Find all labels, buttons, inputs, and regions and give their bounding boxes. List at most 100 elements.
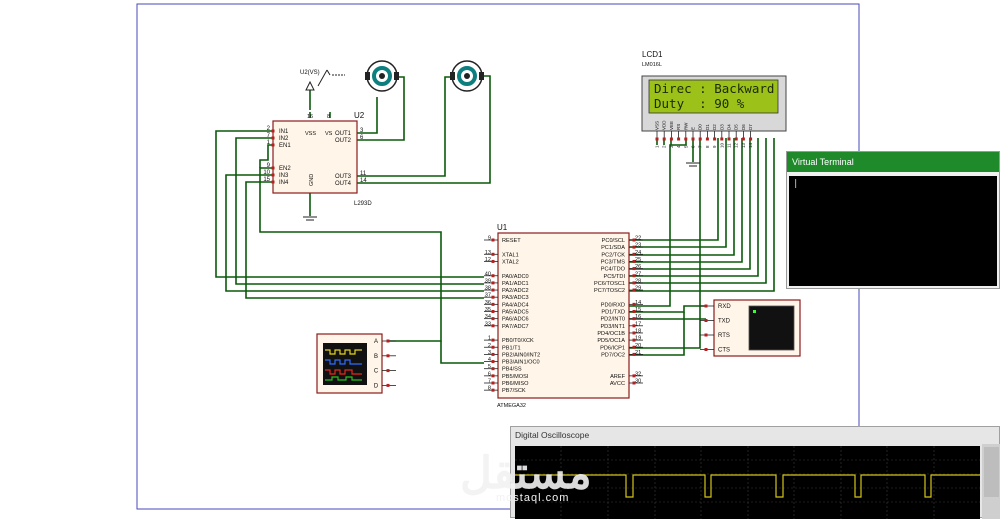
mcu-pin[interactable] xyxy=(491,360,495,364)
lcd-pin[interactable] xyxy=(662,137,666,141)
lcd-pin[interactable] xyxy=(713,137,717,141)
mcu-pin[interactable] xyxy=(632,317,636,321)
mcu-pin[interactable] xyxy=(632,331,636,335)
oscilloscope-title[interactable]: Digital Oscilloscope xyxy=(515,430,590,440)
mcu-pin[interactable] xyxy=(632,245,636,249)
lcd-pin[interactable] xyxy=(669,137,673,141)
mcu-pin-label: PA3/ADC3 xyxy=(502,295,529,301)
driver-pin[interactable] xyxy=(271,173,275,177)
lcd-pin[interactable] xyxy=(727,137,731,141)
driver-pin[interactable] xyxy=(271,166,275,170)
mcu-pin[interactable] xyxy=(632,324,636,328)
virtual-terminal-screen[interactable]: | xyxy=(789,176,997,286)
mcu-pin[interactable] xyxy=(632,267,636,271)
lcd-display[interactable]: LCD1 LM016L Direc : Backward Duty : 90 %… xyxy=(641,50,787,148)
lcd-pin[interactable] xyxy=(698,137,702,141)
lcd-pin[interactable] xyxy=(734,137,738,141)
mcu-pin[interactable] xyxy=(491,259,495,263)
scope-channel-pin[interactable] xyxy=(386,383,390,387)
mcu-pin[interactable] xyxy=(491,302,495,306)
lcd-pin-number: 11 xyxy=(727,143,732,148)
lcd-pin-label: RW xyxy=(683,122,688,130)
mcu-pin-number: 38 xyxy=(485,286,491,292)
digital-oscilloscope-window[interactable]: Digital Oscilloscope xyxy=(510,426,1000,519)
dc-motor-2[interactable] xyxy=(450,60,484,92)
terminal-pin[interactable] xyxy=(704,304,708,308)
driver-pin[interactable] xyxy=(271,136,275,140)
mcu-pin[interactable] xyxy=(491,381,495,385)
mcu-pin-label: PA1/ADC1 xyxy=(502,281,529,287)
mcu-pin[interactable] xyxy=(491,338,495,342)
mcu-pin-label: PB6/MISO xyxy=(502,381,529,387)
mcu-pin[interactable] xyxy=(491,310,495,313)
oscilloscope-screen[interactable] xyxy=(515,446,980,519)
mcu-pin[interactable] xyxy=(491,324,495,328)
mcu-pin[interactable] xyxy=(632,238,636,242)
mcu-pin-number: 28 xyxy=(635,278,641,284)
mcu-pin[interactable] xyxy=(491,295,495,299)
mcu-pin-number: 34 xyxy=(485,314,491,320)
mcu-pin[interactable] xyxy=(491,281,495,285)
mcu-pin[interactable] xyxy=(632,352,636,356)
mcu-pin-number: 15 xyxy=(635,307,641,313)
mcu-pin[interactable] xyxy=(491,288,495,292)
microcontroller-atmega32[interactable]: U1 ATMEGA32 RESET9XTAL113XTAL212PA0/ADC0… xyxy=(484,223,643,409)
terminal-pin[interactable] xyxy=(704,319,708,322)
dc-motor-1[interactable] xyxy=(365,60,399,92)
lcd-pin[interactable] xyxy=(741,137,745,141)
mcu-pin[interactable] xyxy=(632,338,636,342)
mcu-pin[interactable] xyxy=(491,352,495,356)
mcu-pin[interactable] xyxy=(491,317,495,321)
virtual-terminal-window[interactable]: Virtual Terminal | xyxy=(786,151,1000,289)
lcd-pin-label: RS xyxy=(676,124,681,130)
mcu-pin[interactable] xyxy=(491,374,495,378)
driver-pin[interactable] xyxy=(271,143,275,147)
mcu-pin[interactable] xyxy=(632,288,636,292)
mcu-pin-label: PC6/TOSC1 xyxy=(594,281,625,287)
mcu-pin-number: 2 xyxy=(488,343,491,349)
driver-pin-number: 16 xyxy=(307,114,313,120)
lcd-pin[interactable] xyxy=(749,137,753,141)
lcd-pin[interactable] xyxy=(655,137,659,141)
lcd-pin[interactable] xyxy=(677,137,681,141)
virtual-terminal-title[interactable]: Virtual Terminal xyxy=(787,152,999,172)
mcu-pin[interactable] xyxy=(632,381,636,385)
mcu-pin[interactable] xyxy=(632,345,636,349)
scope-channel-pin[interactable] xyxy=(386,369,390,373)
lcd-pin[interactable] xyxy=(691,137,695,141)
terminal-pin[interactable] xyxy=(704,348,708,351)
mcu-pin[interactable] xyxy=(632,310,636,313)
lcd-pin[interactable] xyxy=(720,137,724,141)
lcd-pin-number: 12 xyxy=(734,142,739,148)
lcd-pin[interactable] xyxy=(705,137,709,141)
scope-channel-pin[interactable] xyxy=(386,354,390,358)
mcu-pin[interactable] xyxy=(632,302,636,306)
mcu-pin-number: 40 xyxy=(485,271,491,277)
mcu-pin[interactable] xyxy=(632,281,636,285)
mcu-pin[interactable] xyxy=(632,252,636,256)
mcu-pin[interactable] xyxy=(632,374,636,378)
driver-pin[interactable] xyxy=(271,129,275,133)
terminal-pin[interactable] xyxy=(704,333,708,337)
driver-pin[interactable] xyxy=(271,180,275,184)
mcu-pin-number: 39 xyxy=(485,278,491,284)
mcu-pin-label: PB3/AIN1/OC0 xyxy=(502,360,540,366)
terminal-pin-label: TXD xyxy=(718,319,731,325)
mcu-pin[interactable] xyxy=(632,259,636,263)
mcu-pin[interactable] xyxy=(491,238,495,242)
mcu-pin-label: PD5/OC1A xyxy=(597,338,625,344)
terminal-pin-label: RTS xyxy=(718,333,730,339)
oscilloscope-control-button[interactable] xyxy=(984,447,999,497)
mcu-pin[interactable] xyxy=(491,367,495,371)
mcu-pin[interactable] xyxy=(491,388,495,392)
lcd-pin[interactable] xyxy=(684,137,688,141)
mcu-pin[interactable] xyxy=(491,252,495,256)
scope-channel-pin[interactable] xyxy=(386,339,390,343)
mcu-pin[interactable] xyxy=(491,345,495,349)
mcu-pin[interactable] xyxy=(632,274,636,278)
mcu-pin[interactable] xyxy=(491,274,495,278)
